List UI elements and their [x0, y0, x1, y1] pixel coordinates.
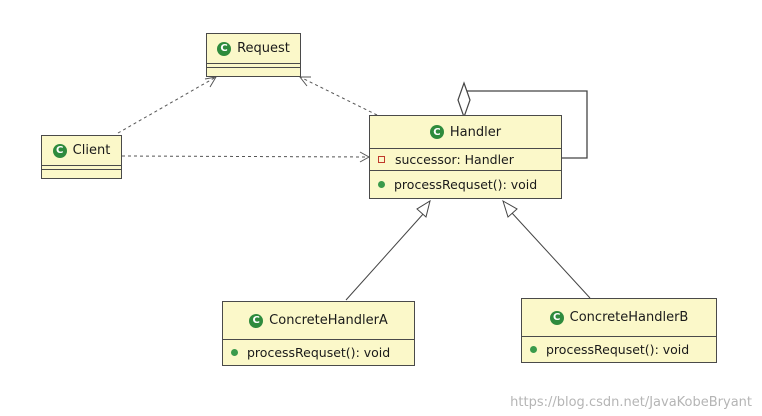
- class-handler-fields: successor: Handler: [370, 148, 561, 170]
- class-handler-header: C Handler: [370, 116, 561, 148]
- class-request[interactable]: C Request: [206, 33, 301, 77]
- empty-fields-compartment: [207, 63, 300, 67]
- class-concrete-a-methods: processRequset(): void: [223, 339, 414, 364]
- class-concrete-a-header: C ConcreteHandlerA: [223, 302, 414, 339]
- class-concrete-handler-a[interactable]: C ConcreteHandlerA processRequset(): voi…: [222, 301, 415, 366]
- method-row: processRequset(): void: [223, 340, 414, 364]
- watermark: https://blog.csdn.net/JavaKobeBryant: [510, 395, 752, 410]
- public-method-icon: [231, 348, 238, 356]
- class-request-name: Request: [237, 41, 290, 56]
- class-concrete-b-methods: processRequset(): void: [522, 336, 716, 361]
- method-text: processRequset(): void: [247, 344, 391, 360]
- client-handler-dependency: [121, 155, 370, 158]
- class-handler[interactable]: C Handler successor: Handler processRequ…: [369, 115, 562, 199]
- private-field-icon: [378, 156, 385, 163]
- empty-methods-compartment: [42, 169, 121, 173]
- public-method-icon: [378, 181, 385, 188]
- class-handler-methods: processRequset(): void: [370, 170, 561, 198]
- class-client[interactable]: C Client: [41, 135, 122, 179]
- handler-request-arrowhead: [298, 76, 311, 87]
- class-client-name: Client: [72, 143, 111, 158]
- class-client-header: C Client: [42, 136, 121, 165]
- method-text: processRequset(): void: [394, 177, 538, 192]
- method-row: processRequset(): void: [522, 337, 716, 361]
- class-icon: C: [52, 143, 67, 158]
- class-request-header: C Request: [207, 34, 300, 63]
- public-method-icon: [530, 345, 537, 353]
- class-concrete-b-header: C ConcreteHandlerB: [522, 299, 716, 336]
- class-icon: C: [549, 310, 564, 325]
- empty-methods-compartment: [207, 67, 300, 71]
- field-row: successor: Handler: [370, 149, 561, 170]
- class-concrete-a-name: ConcreteHandlerA: [269, 313, 388, 328]
- class-concrete-b-name: ConcreteHandlerB: [569, 310, 689, 325]
- method-row: processRequset(): void: [370, 171, 561, 198]
- method-text: processRequset(): void: [546, 341, 690, 357]
- class-icon: C: [429, 125, 444, 139]
- client-request-arrowhead: [204, 76, 217, 88]
- concrete-a-generalization: [345, 212, 425, 301]
- client-request-dependency: [117, 76, 217, 134]
- class-concrete-handler-b[interactable]: C ConcreteHandlerB processRequset(): voi…: [521, 298, 717, 363]
- concrete-b-generalization: [511, 212, 591, 299]
- aggregation-diamond: [457, 81, 471, 119]
- class-icon: C: [217, 41, 232, 56]
- empty-fields-compartment: [42, 165, 121, 169]
- class-handler-name: Handler: [449, 124, 502, 140]
- concrete-a-triangle: [416, 199, 431, 218]
- concrete-b-triangle: [502, 199, 518, 218]
- field-text: successor: Handler: [395, 152, 514, 167]
- class-icon: C: [249, 313, 264, 328]
- handler-request-dependency: [299, 76, 378, 116]
